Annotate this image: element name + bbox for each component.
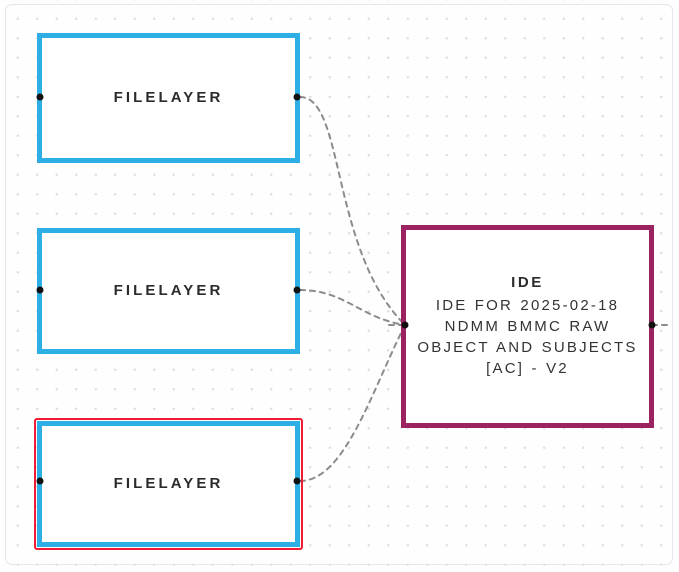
filelayer-node-label: FILELAYER xyxy=(113,475,224,493)
node-filelayer-3[interactable]: FILELAYER xyxy=(37,421,300,547)
edge-edge-3[interactable] xyxy=(299,324,406,482)
anchor-dot-right-filelayer-3[interactable] xyxy=(293,477,301,485)
ide-node-subtitle: IDE FOR 2025-02-18 NDMM BMMC RAW OBJECT … xyxy=(417,296,638,378)
anchor-dot-left-filelayer-1[interactable] xyxy=(36,93,44,101)
anchor-dot-right-filelayer-1[interactable] xyxy=(293,93,301,101)
anchor-dot-right-ide-1[interactable] xyxy=(648,321,656,329)
anchor-dot-left-filelayer-2[interactable] xyxy=(36,286,44,294)
filelayer-node-label: FILELAYER xyxy=(113,282,224,300)
edge-edge-2[interactable] xyxy=(299,289,406,326)
node-filelayer-2[interactable]: FILELAYER xyxy=(37,228,300,354)
node-ide-1[interactable]: IDE IDE FOR 2025-02-18 NDMM BMMC RAW OBJE… xyxy=(401,225,654,428)
anchor-dot-right-filelayer-2[interactable] xyxy=(293,286,301,294)
filelayer-node-label: FILELAYER xyxy=(113,89,224,107)
anchor-dot-left-filelayer-3[interactable] xyxy=(36,477,44,485)
node-filelayer-1[interactable]: FILELAYER xyxy=(37,33,300,163)
ide-node-title: IDE xyxy=(511,274,544,292)
anchor-dot-left-ide-1[interactable] xyxy=(401,321,409,329)
edge-edge-1[interactable] xyxy=(299,96,406,326)
